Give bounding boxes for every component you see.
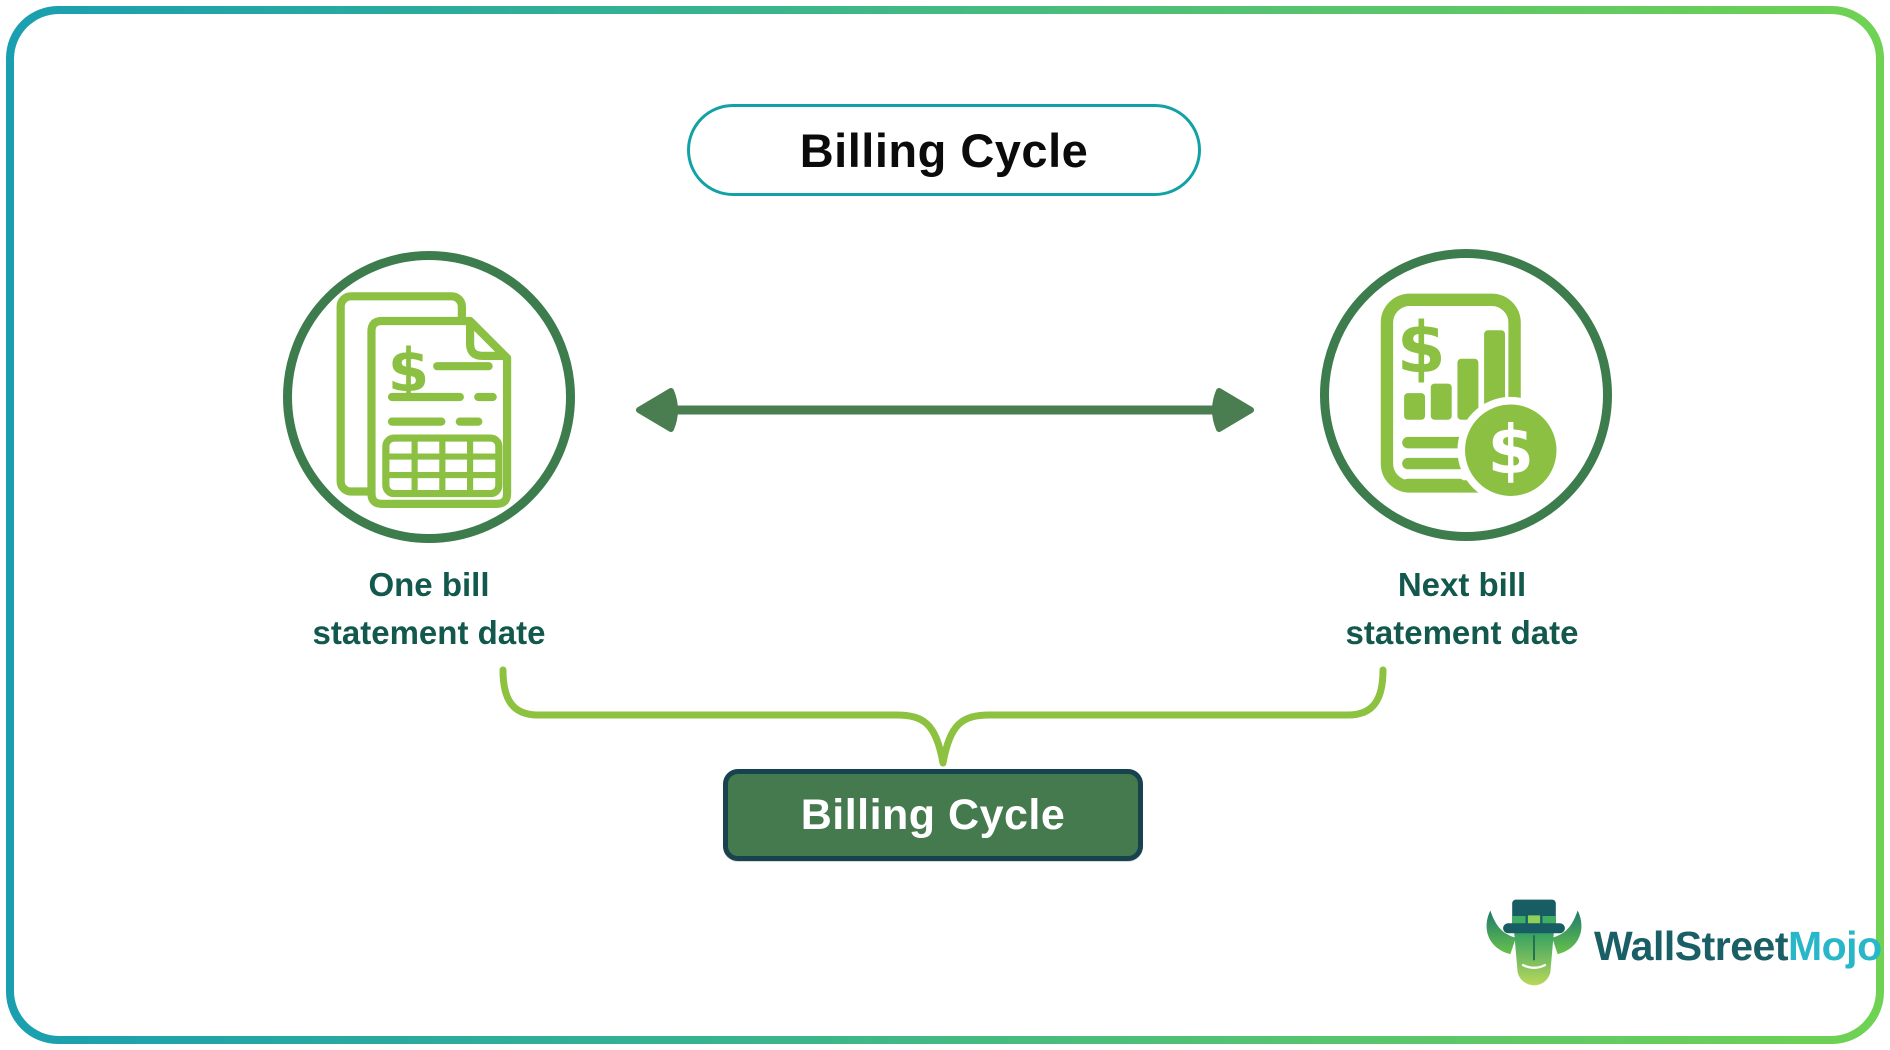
title-pill: Billing Cycle [687,104,1201,196]
logo-wordmark: WallStreetMojo [1594,923,1882,970]
svg-text:$: $ [1397,307,1446,389]
logo-text-accent: Mojo [1787,922,1882,969]
curly-brace-decoration [496,663,1392,771]
bill-invoice-icon: $ [336,292,512,508]
right-label-line2: statement date [1345,613,1579,651]
right-node-circle: $ $ [1320,249,1612,541]
billing-cycle-badge: Billing Cycle [723,769,1143,861]
right-node-label: Next bill statement date [1252,561,1672,657]
left-node-label: One bill statement date [219,561,639,657]
left-label-line1: One bill [368,566,490,603]
gradient-border-frame [6,6,1884,1044]
bill-statement-chart-icon: $ $ [1380,293,1565,500]
left-node-circle: $ [283,251,575,543]
page-title: Billing Cycle [799,123,1089,177]
bull-mascot-icon [1486,899,1582,986]
billing-cycle-badge-label: Billing Cycle [800,790,1066,839]
left-label-line2: statement date [312,613,546,651]
double-arrow-icon [633,388,1257,432]
wallstreetmojo-logo: WallStreetMojo [1478,896,1882,996]
logo-text-primary: WallStreet [1594,922,1788,969]
right-label-line1: Next bill [1397,566,1527,603]
svg-text:$: $ [1488,411,1534,489]
